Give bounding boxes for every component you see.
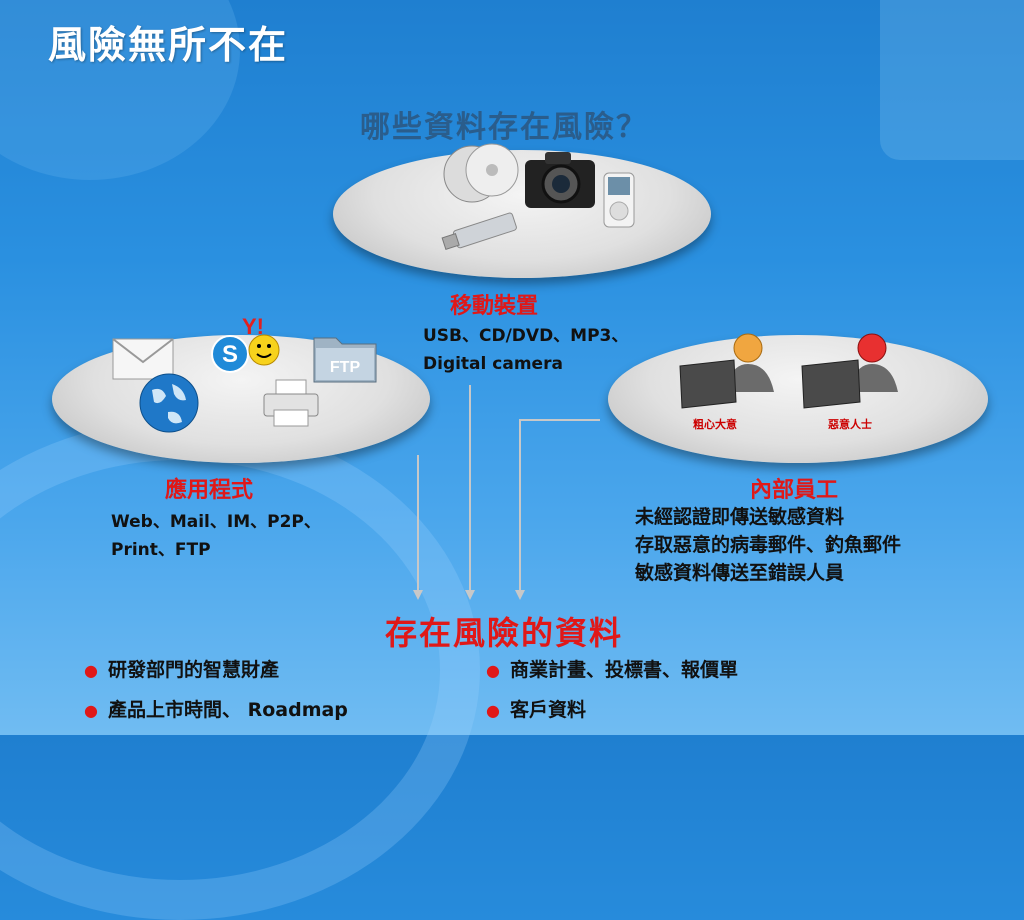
employees-list: 未經認證即傳送敏感資料 存取惡意的病毒郵件、釣魚郵件 敏感資料傳送至錯誤人員	[635, 503, 901, 587]
globe-icon	[139, 373, 199, 433]
applications-list: Web、Mail、IM、P2P、 Print、FTP	[111, 508, 321, 564]
printer-icon	[263, 379, 319, 427]
background-monitor-shape	[880, 0, 1024, 160]
yahoo-messenger-icon: Y!	[242, 314, 280, 366]
mobile-devices-list: USB、CD/DVD、MP3、 Digital camera	[423, 322, 628, 378]
skype-icon: S	[211, 335, 249, 373]
applications-title: 應用程式	[165, 478, 254, 503]
risk-data-item: ● 商業計畫、投標書、報價單	[486, 655, 738, 682]
svg-text:S: S	[222, 341, 238, 368]
employee-risk-item: 存取惡意的病毒郵件、釣魚郵件	[635, 534, 902, 556]
risk-data-item: ● 客戶資料	[486, 695, 586, 722]
arrow-from-employees	[519, 419, 600, 592]
at-risk-data-title: 存在風險的資料	[385, 614, 624, 652]
ftp-folder-label: FTP	[330, 359, 361, 376]
risk-data-text: 研發部門的智慧財產	[107, 659, 279, 681]
risk-data-text: 產品上市時間、 Roadmap	[107, 699, 348, 721]
employee-risk-item: 未經認證即傳送敏感資料	[635, 506, 845, 528]
risk-data-text: 商業計畫、投標書、報價單	[509, 659, 738, 681]
employees-title: 內部員工	[750, 478, 839, 503]
svg-text:Y!: Y!	[242, 314, 264, 339]
bullet-icon: ●	[84, 661, 98, 680]
app-item: Web、Mail、IM、P2P、	[111, 512, 321, 532]
employees-platform	[608, 335, 988, 463]
bullet-icon: ●	[486, 701, 500, 720]
slide-title: 風險無所不在	[48, 23, 289, 67]
ftp-folder-icon: FTP	[313, 337, 377, 383]
usb-drive-icon	[441, 212, 517, 251]
employee-risk-item: 敏感資料傳送至錯誤人員	[635, 562, 845, 584]
risk-data-text: 客戶資料	[509, 699, 586, 721]
employee-malicious-icon	[801, 333, 898, 409]
careless-label: 粗心大意	[693, 418, 737, 431]
mobile-item: Digital camera	[423, 354, 563, 374]
employee-careless-icon	[679, 333, 774, 409]
bullet-icon: ●	[84, 701, 98, 720]
mobile-devices-platform	[333, 150, 711, 278]
dvd-icon	[443, 143, 519, 203]
risk-data-item: ● 研發部門的智慧財產	[84, 655, 279, 682]
malicious-label: 惡意人士	[828, 418, 872, 431]
mobile-item: USB、CD/DVD、MP3、	[423, 326, 629, 346]
risk-data-item: ● 產品上市時間、 Roadmap	[84, 695, 348, 722]
app-item: Print、FTP	[111, 540, 211, 560]
mobile-devices-title: 移動裝置	[450, 294, 539, 319]
mp3-player-icon	[603, 172, 635, 228]
mail-icon	[112, 338, 174, 380]
camera-icon	[525, 152, 595, 208]
flow-arrows	[413, 385, 600, 600]
question-heading: 哪些資料存在風險？	[360, 110, 648, 145]
bullet-icon: ●	[486, 661, 500, 680]
